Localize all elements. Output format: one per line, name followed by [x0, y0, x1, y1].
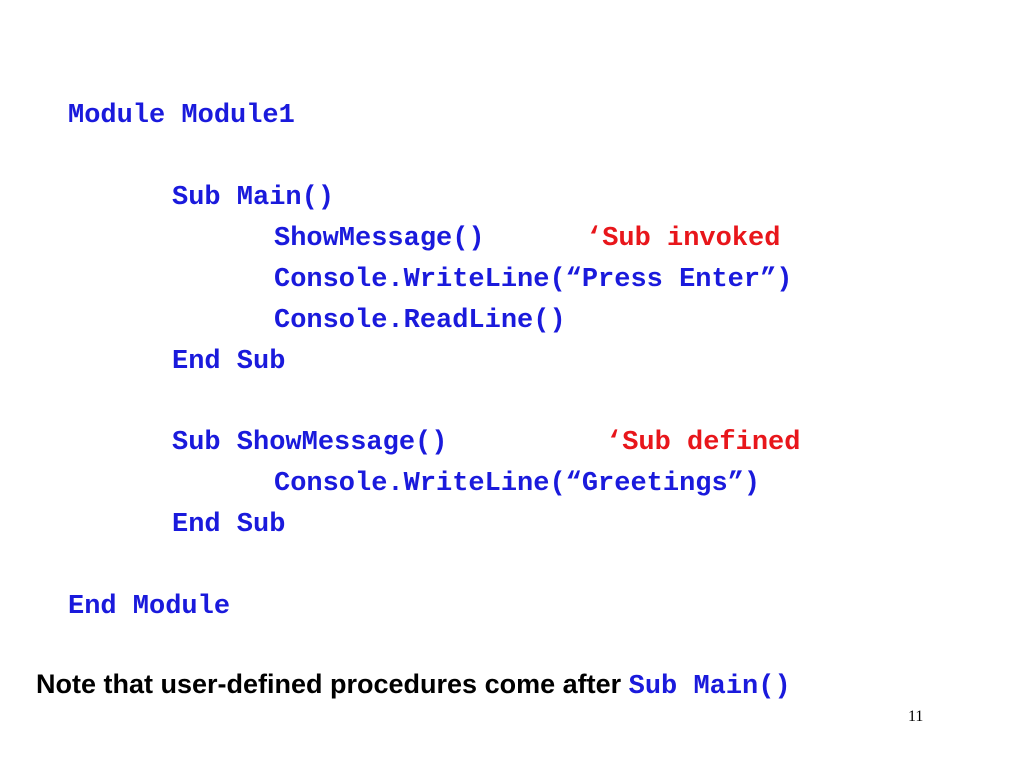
code-line-end-module: End Module: [68, 592, 231, 622]
note-prose: Note that user-defined procedures come a…: [36, 669, 629, 699]
code-line-sub-main: Sub Main(): [172, 183, 335, 213]
code-line-end-sub-main: End Sub: [172, 347, 286, 377]
code-line-show-message-call: ShowMessage(): [274, 224, 485, 254]
code-line-module: Module Module1: [68, 101, 295, 131]
code-line-readline: Console.ReadLine(): [274, 306, 566, 336]
page-number: 11: [908, 708, 924, 725]
comment-sub-invoked: ‘Sub invoked: [586, 224, 781, 254]
code-line-end-sub-show-message: End Sub: [172, 510, 286, 540]
note-text: Note that user-defined procedures come a…: [36, 666, 791, 705]
note-inline-code: Sub Main(): [628, 672, 791, 702]
code-line-writeline-press-enter: Console.WriteLine(“Press Enter”): [274, 265, 793, 295]
code-line-sub-show-message: Sub ShowMessage(): [172, 428, 448, 458]
comment-sub-defined: ‘Sub defined: [606, 428, 801, 458]
code-line-writeline-greetings: Console.WriteLine(“Greetings”): [274, 469, 761, 499]
